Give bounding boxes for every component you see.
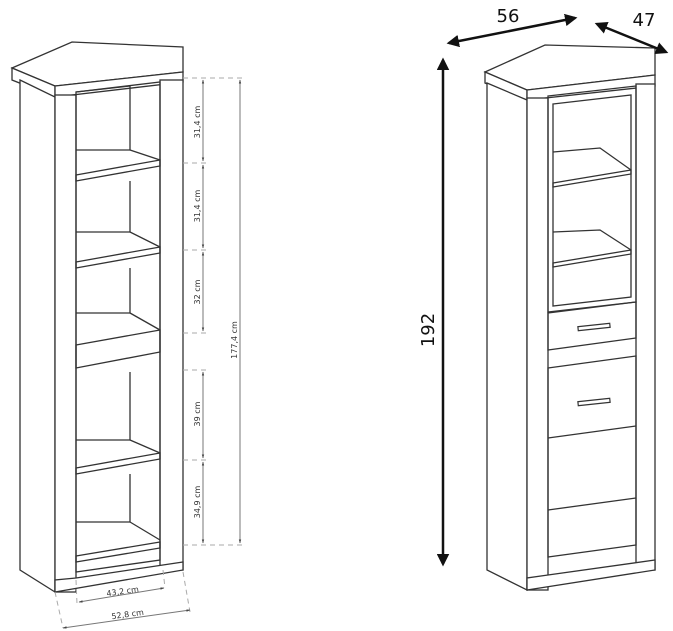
shelf-height-3: 32 cm — [193, 279, 202, 304]
height-label: 192 — [418, 313, 439, 347]
open-cabinet-drawing — [10, 41, 184, 594]
side-panel — [19, 78, 56, 594]
right-post — [159, 79, 184, 571]
lower-door — [547, 355, 637, 558]
closed-cabinet-drawing — [483, 44, 656, 592]
inner-width-label: 43,2 cm — [106, 585, 140, 598]
shelf-height-1: 31,4 cm — [193, 106, 202, 139]
left-post — [54, 94, 77, 593]
door-handle — [577, 397, 611, 407]
left-dimensions: 31,4 cm 31,4 cm 32 cm 39 cm 34,9 cm 177,… — [54, 77, 242, 629]
width-label: 56 — [497, 6, 520, 27]
depth-label: 47 — [633, 10, 656, 31]
shelf-height-5: 34,9 cm — [193, 486, 202, 519]
drawer — [547, 301, 637, 351]
shelf-height-4: 39 cm — [193, 401, 202, 426]
right-dimensions: 56 47 192 — [418, 6, 669, 567]
total-height-label: 177,4 cm — [230, 321, 239, 359]
glass-door — [547, 85, 637, 313]
drawer-handle — [577, 322, 611, 332]
shelves — [75, 149, 161, 563]
shelf-height-2: 31,4 cm — [193, 190, 202, 223]
